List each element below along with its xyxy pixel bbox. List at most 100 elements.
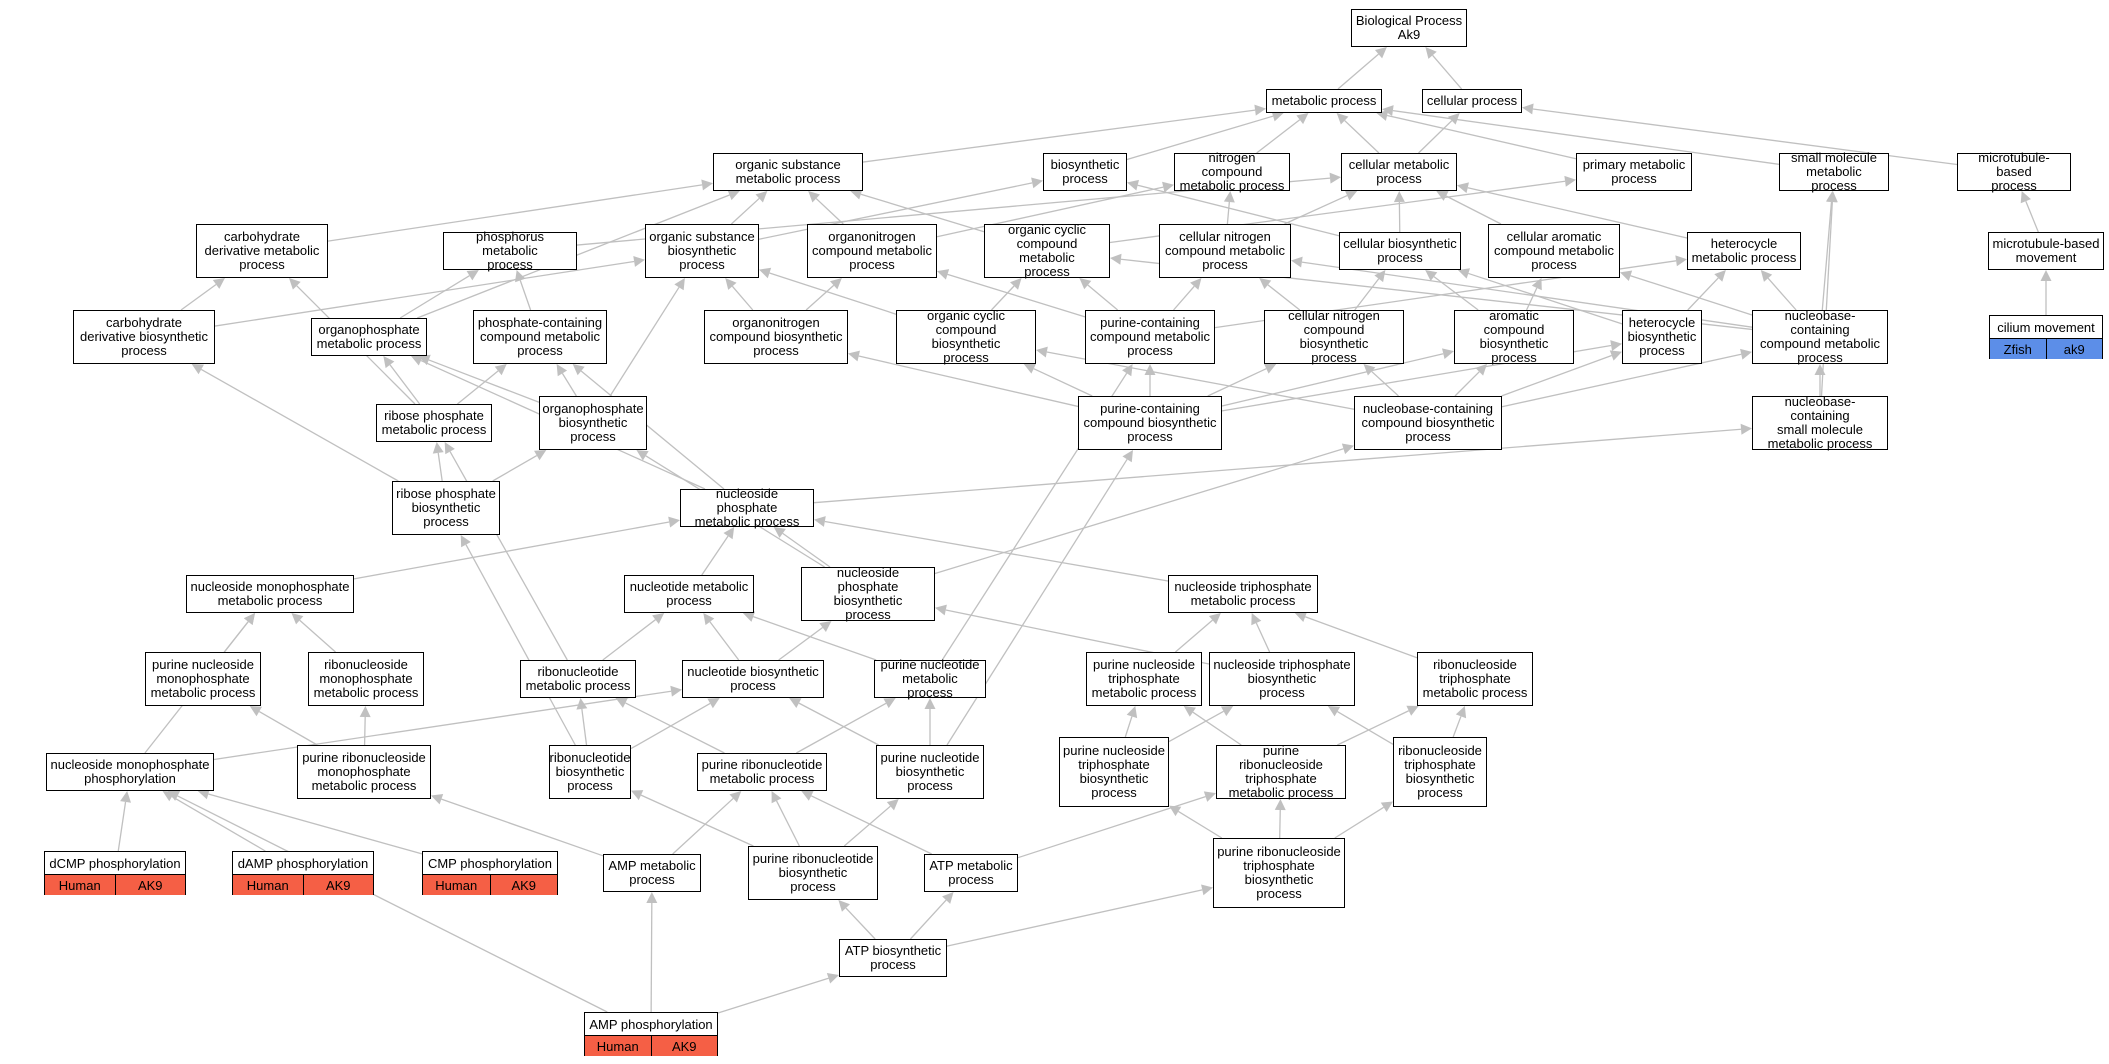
node-hcmp[interactable]: heterocycle metabolic process: [1687, 232, 1801, 270]
node-nstpbp[interactable]: nucleoside triphosphate biosynthetic pro…: [1209, 652, 1355, 706]
node-prnstpbp[interactable]: purine ribonucleoside triphosphate biosy…: [1213, 838, 1345, 908]
edge-nbcbp-to-acbp: [1454, 371, 1480, 397]
edge-pucbp-to-oncbp: [858, 355, 1079, 408]
node-rpmp[interactable]: ribose phosphate metabolic process: [376, 404, 492, 442]
node-pucmp[interactable]: purine-containing compound metabolic pro…: [1085, 310, 1215, 364]
arrowhead-atpbp-to-atpmp: [942, 892, 954, 904]
node-atpbp[interactable]: ATP biosynthetic process: [839, 939, 947, 977]
node-pucbp[interactable]: purine-containing compound biosynthetic …: [1078, 396, 1222, 450]
arrowhead-opbp-to-osbp: [674, 278, 685, 291]
node-cncmp[interactable]: cellular nitrogen compound metabolic pro…: [1159, 224, 1291, 278]
node-oncbp[interactable]: organonitrogen compound biosynthetic pro…: [704, 310, 848, 364]
node-osmp[interactable]: organic substance metabolic process: [713, 153, 863, 191]
node-rnstpbp[interactable]: ribonucleoside triphosphate biosynthetic…: [1393, 737, 1487, 807]
node-atpmp[interactable]: ATP metabolic process: [924, 854, 1018, 892]
edge-hcbp-to-hcmp: [1687, 277, 1719, 311]
node-oncmp[interactable]: organonitrogen compound metabolic proces…: [807, 224, 937, 278]
edge-nspmp-to-pccmp: [580, 370, 725, 490]
arrowhead-prntmp-to-rntmp: [615, 698, 628, 708]
arrowhead-nbcbp-to-hcbp: [1609, 350, 1622, 361]
node-nbsmmp[interactable]: nucleobase-containing small molecule met…: [1752, 395, 1888, 451]
node-hcbp[interactable]: heterocycle biosynthetic process: [1622, 310, 1702, 364]
node-opmp[interactable]: organophosphate metabolic process: [311, 318, 427, 356]
edge-cncbp-to-cncmp: [1267, 284, 1301, 311]
node-cmp[interactable]: cellular metabolic process: [1341, 153, 1457, 191]
node-pmp[interactable]: primary metabolic process: [1576, 153, 1692, 191]
node-nspmp[interactable]: nucleoside phosphate metabolic process: [680, 487, 814, 529]
node-cacmp[interactable]: cellular aromatic compound metabolic pro…: [1488, 224, 1620, 278]
node-pntbp[interactable]: purine nucleotide biosynthetic process: [876, 745, 984, 799]
node-ncmp[interactable]: nitrogen compound metabolic process: [1174, 151, 1290, 193]
node-occmp[interactable]: organic cyclic compound metabolic proces…: [984, 223, 1110, 279]
node-cbp[interactable]: cellular biosynthetic process: [1339, 232, 1461, 270]
node-ntmp[interactable]: nucleotide metabolic process: [624, 575, 754, 613]
node-bp[interactable]: biosynthetic process: [1043, 153, 1127, 191]
node-pccmp[interactable]: phosphate-containing compound metabolic …: [473, 310, 607, 364]
node-rnstpmp[interactable]: ribonucleoside triphosphate metabolic pr…: [1417, 652, 1533, 706]
arrowhead-cncbp-to-cncmp: [1259, 278, 1272, 290]
node-pnstpmp[interactable]: purine nucleoside triphosphate metabolic…: [1086, 652, 1202, 706]
gene-node-amp[interactable]: AMP phosphorylation Human AK9: [584, 1012, 718, 1056]
arrowhead-rpbp-to-opbp: [534, 450, 547, 461]
node-mp[interactable]: metabolic process: [1266, 89, 1382, 113]
gene-node-label: dAMP phosphorylation: [233, 852, 373, 875]
node-cp[interactable]: cellular process: [1422, 89, 1522, 113]
node-root[interactable]: Biological Process Ak9: [1351, 9, 1467, 47]
node-opbp[interactable]: organophosphate biosynthetic process: [539, 396, 647, 450]
node-prntbp[interactable]: purine ribonucleotide biosynthetic proce…: [748, 846, 878, 900]
node-nspbp[interactable]: nucleoside phosphate biosynthetic proces…: [801, 566, 935, 622]
arrowhead-nsmpp-to-ntbp: [670, 685, 682, 697]
arrowhead-ampph-to-ampmp: [646, 892, 658, 904]
arrowhead-rpmp-to-opmp: [383, 356, 395, 369]
node-nstpmp[interactable]: nucleoside triphosphate metabolic proces…: [1168, 575, 1318, 613]
node-cdmp[interactable]: carbohydrate derivative metabolic proces…: [196, 224, 328, 278]
arrowhead-occbp-to-occmp: [1010, 278, 1022, 290]
gene-node-damp[interactable]: dAMP phosphorylation Human AK9: [232, 851, 374, 895]
node-phmp[interactable]: phosphorus metabolic process: [443, 230, 577, 272]
edge-prnstpmp-to-rnstpmp: [1337, 710, 1410, 746]
node-prntmp[interactable]: purine ribonucleotide metabolic process: [697, 753, 827, 791]
node-rpbp[interactable]: ribose phosphate biosynthetic process: [392, 481, 500, 535]
node-nbcmp[interactable]: nucleobase-containing compound metabolic…: [1752, 309, 1888, 365]
edge-atpbp-to-prnstpbp: [946, 889, 1203, 947]
edge-ampph-to-nsmpp: [177, 795, 608, 1013]
edge-pntmp-to-ntmp: [753, 616, 877, 661]
arrowhead-rpmp-to-pccmp: [494, 364, 507, 376]
edge-rnstpbp-to-rnstpmp: [1452, 716, 1462, 738]
node-mtbp[interactable]: microtubule-based process: [1957, 151, 2071, 193]
node-occbp[interactable]: organic cyclic compound biosynthetic pro…: [896, 309, 1036, 365]
node-ampmp[interactable]: AMP metabolic process: [603, 854, 701, 892]
node-pnstpbp[interactable]: purine nucleoside triphosphate biosynthe…: [1059, 737, 1169, 807]
node-smmp[interactable]: small molecule metabolic process: [1779, 151, 1889, 193]
node-pntmp[interactable]: purine nucleotide metabolic process: [874, 658, 986, 700]
node-mtbm[interactable]: microtubule-based movement: [1988, 232, 2104, 270]
arrowhead-prntbp-to-pntbp: [886, 799, 899, 811]
edge-cdmp-to-osmp: [327, 184, 703, 242]
node-osbp[interactable]: organic substance biosynthetic process: [645, 224, 759, 278]
node-ntbp[interactable]: nucleotide biosynthetic process: [682, 660, 824, 698]
arrowhead-dcmp-to-nsmpp: [120, 791, 132, 803]
node-rnsmpmp[interactable]: ribonucleoside monophosphate metabolic p…: [308, 652, 424, 706]
node-acbp[interactable]: aromatic compound biosynthetic process: [1454, 309, 1574, 365]
node-prnsmpmp[interactable]: purine ribonucleoside monophosphate meta…: [297, 745, 431, 799]
arrowhead-cdbp-to-cdmp: [212, 278, 225, 289]
edge-ntbp-to-nspbp: [778, 627, 824, 661]
node-cncbp[interactable]: cellular nitrogen compound biosynthetic …: [1264, 309, 1404, 365]
node-rntbp[interactable]: ribonucleotide biosynthetic process: [549, 745, 631, 799]
node-pnsmpmp[interactable]: purine nucleoside monophosphate metaboli…: [145, 652, 261, 706]
node-nsmpp[interactable]: nucleoside monophosphate phosphorylation: [46, 753, 214, 791]
gene-node-cilium[interactable]: cilium movement Zfish ak9: [1989, 315, 2103, 359]
gene-node-cmp[interactable]: CMP phosphorylation Human AK9: [422, 851, 558, 895]
edge-nbcmp-to-smmp: [1821, 201, 1833, 311]
arrowhead-nbcbp-to-acbp: [1475, 364, 1487, 376]
gene-node-dcmp[interactable]: dCMP phosphorylation Human AK9: [44, 851, 186, 895]
node-nbcbp[interactable]: nucleobase-containing compound biosynthe…: [1354, 396, 1502, 450]
edge-prnsmpmp-to-pnsmpmp: [258, 710, 318, 746]
arrowhead-atpbp-to-prnstpbp: [1201, 884, 1213, 896]
node-rntmp[interactable]: ribonucleotide metabolic process: [520, 660, 636, 698]
node-cdbp[interactable]: carbohydrate derivative biosynthetic pro…: [73, 310, 215, 364]
node-prnstpmp[interactable]: purine ribonucleoside triphosphate metab…: [1216, 744, 1346, 800]
arrowhead-ampmp-to-prnsmpmp: [431, 793, 444, 805]
node-nsmpmp[interactable]: nucleoside monophosphate metabolic proce…: [186, 575, 354, 613]
